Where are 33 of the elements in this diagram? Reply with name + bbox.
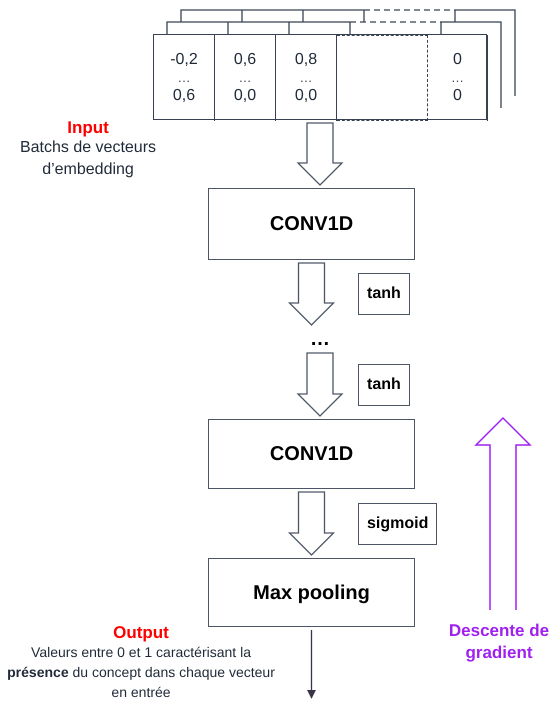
cell-value: … xyxy=(178,71,190,85)
cell-value: 0,6 xyxy=(172,86,196,106)
arrow xyxy=(288,262,336,326)
arrow xyxy=(296,122,344,186)
cell-value: 0,0 xyxy=(294,86,318,106)
gradient-label: Descente de gradient xyxy=(448,620,550,664)
input-description: Batchs de vecteurs d’embedding xyxy=(18,138,158,180)
arrow xyxy=(296,352,344,417)
ellipsis: … xyxy=(310,329,330,349)
output-description: Valeurs entre 0 et 1 caractérisant la présence du concept dans chaque vecteur en entrée xyxy=(6,643,276,702)
activation-label: tanh xyxy=(358,273,410,315)
process-box xyxy=(208,558,415,627)
layer-label: Max pooling xyxy=(253,580,370,606)
activation-label: sigmoid xyxy=(358,502,438,544)
layer-label: CONV1D xyxy=(270,442,354,467)
cell-value: 0,0 xyxy=(234,86,256,106)
process-box xyxy=(208,188,415,260)
layer-label: CONV1D xyxy=(270,212,354,237)
cell-value: -0,2 xyxy=(170,50,198,70)
matrix-layer xyxy=(153,34,487,120)
input-title: Input xyxy=(66,117,110,139)
process-box xyxy=(208,419,415,489)
arrow xyxy=(306,630,316,699)
cell-value: 0 xyxy=(453,86,462,106)
activation-label: tanh xyxy=(358,364,410,406)
cell-value: … xyxy=(238,71,252,85)
output-title: Output xyxy=(112,622,170,644)
cell-value: 0,6 xyxy=(234,50,256,70)
cell-value: … xyxy=(451,71,464,85)
arrow xyxy=(288,491,336,556)
cell-value: … xyxy=(300,71,312,85)
cell-value: 0,8 xyxy=(294,50,318,70)
cell-value: 0 xyxy=(453,50,462,70)
